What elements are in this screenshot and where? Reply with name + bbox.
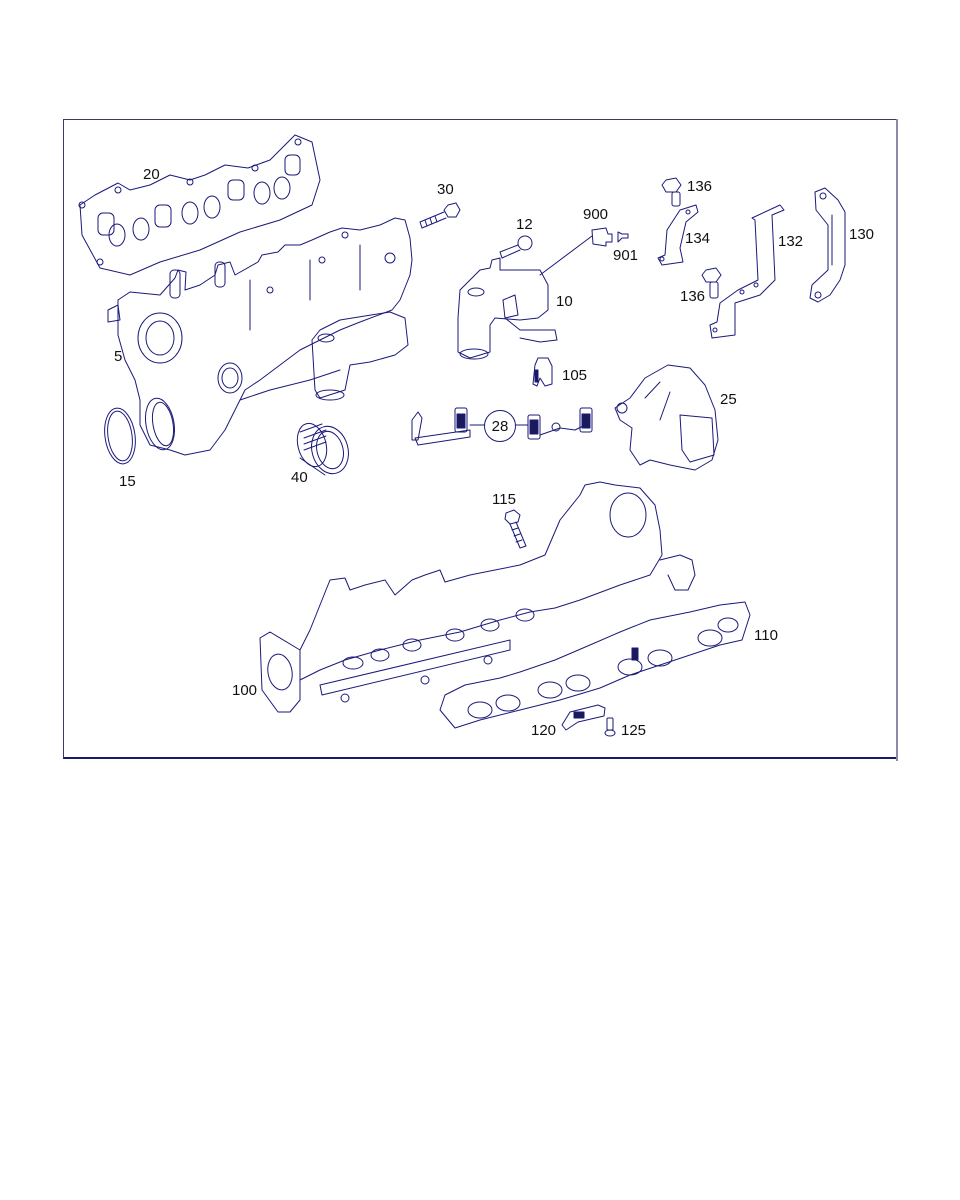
callout-110: 110 — [754, 627, 778, 644]
diagram-frame — [63, 119, 897, 759]
frame-shadow — [896, 119, 898, 761]
callout-20: 20 — [143, 166, 160, 183]
callout-28-text: 28 — [491, 417, 509, 435]
sleeve-icon[interactable] — [293, 420, 354, 478]
linkage-right-icon[interactable] — [515, 407, 593, 440]
callout-130: 130 — [849, 226, 875, 243]
callout-10: 10 — [556, 293, 573, 310]
callout-901: 901 — [613, 247, 639, 264]
callout-100: 100 — [232, 682, 258, 699]
bolt-136-bottom-icon[interactable] — [701, 267, 722, 299]
manifold-outlet-icon — [144, 397, 176, 451]
gasket-upper-icon[interactable] — [78, 134, 321, 276]
callout-12: 12 — [516, 216, 533, 233]
o-ring-icon[interactable] — [101, 406, 139, 466]
pin-901-icon[interactable] — [617, 231, 629, 243]
callout-120: 120 — [531, 722, 557, 739]
callout-900: 900 — [583, 206, 609, 223]
sensor-bracket-120-icon[interactable] — [561, 704, 606, 731]
callout-105: 105 — [562, 367, 588, 384]
actuator-10-icon[interactable] — [457, 257, 558, 360]
bracket-130-icon[interactable] — [809, 187, 846, 303]
callout-136-top: 136 — [687, 178, 713, 195]
callout-125: 125 — [621, 722, 647, 739]
bolt-30-icon[interactable] — [419, 202, 461, 229]
bracket-134-icon[interactable] — [657, 204, 699, 266]
leader-line-900 — [539, 235, 593, 276]
intake-manifold-icon[interactable] — [107, 217, 413, 456]
callout-30: 30 — [437, 181, 454, 198]
linkage-left-icon[interactable] — [411, 407, 486, 446]
callout-40: 40 — [291, 469, 308, 486]
lower-manifold-icon[interactable] — [259, 481, 696, 713]
bolt-136-top-icon[interactable] — [661, 177, 682, 207]
bolt-12-icon[interactable] — [499, 235, 533, 259]
throttle-actuator-25-icon[interactable] — [614, 364, 719, 471]
bolt-115-icon[interactable] — [504, 509, 527, 549]
callout-132: 132 — [778, 233, 804, 250]
clip-105-icon[interactable] — [532, 357, 553, 387]
callout-134: 134 — [685, 230, 711, 247]
screw-125-icon[interactable] — [604, 717, 616, 737]
gasket-lower-icon[interactable] — [439, 601, 751, 729]
callout-136-bottom: 136 — [680, 288, 706, 305]
manifold-actuator-icon — [311, 311, 409, 401]
callout-5: 5 — [114, 348, 123, 365]
callout-15: 15 — [119, 473, 136, 490]
callout-25: 25 — [720, 391, 737, 408]
connector-900-icon[interactable] — [591, 227, 613, 247]
bracket-132-icon[interactable] — [709, 204, 785, 339]
callout-28: 28 — [484, 410, 516, 442]
callout-115: 115 — [492, 491, 516, 508]
